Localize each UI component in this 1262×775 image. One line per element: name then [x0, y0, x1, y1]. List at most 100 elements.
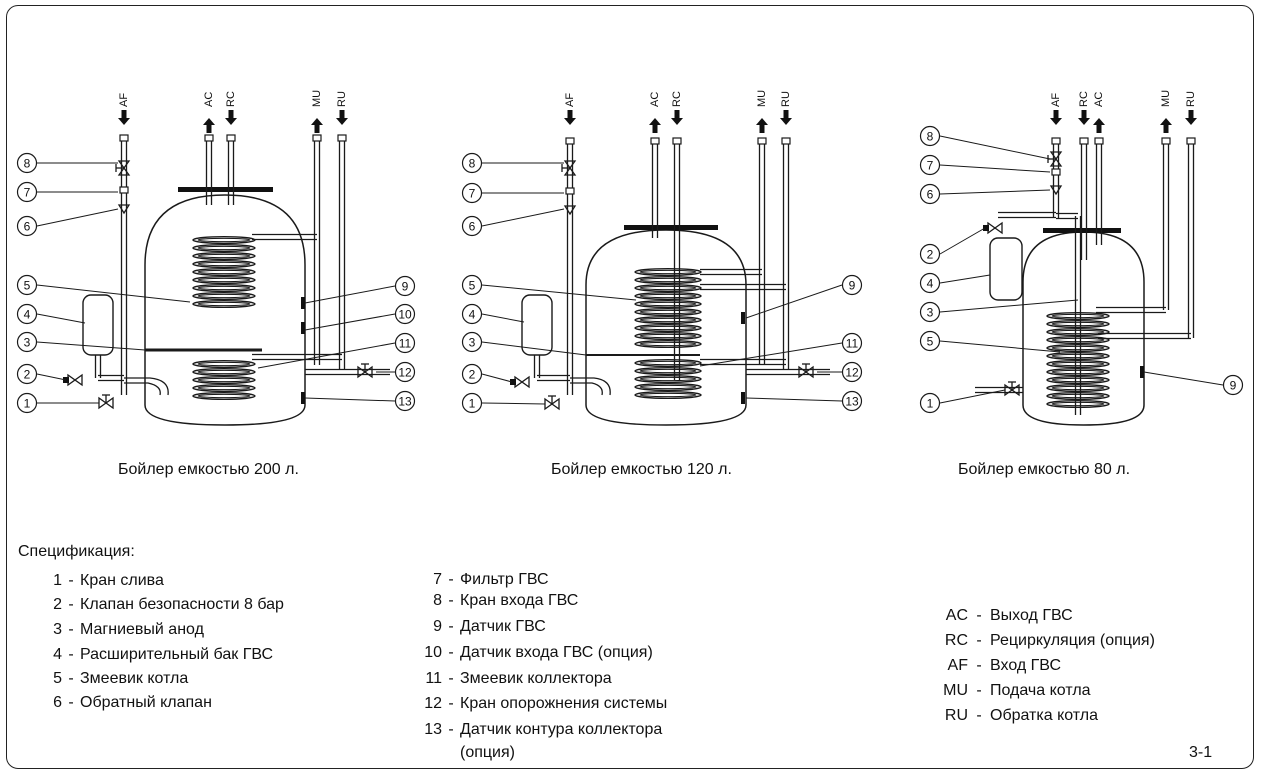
callout-circle	[16, 152, 38, 174]
spec-item-11: 11-Змеевик коллектора	[418, 670, 611, 688]
spec-num: 9	[433, 618, 442, 635]
callout-number: 8	[24, 157, 31, 171]
spec-item-8: 8-Кран входа ГВС	[418, 592, 578, 610]
leader-line	[745, 284, 843, 319]
boiler-coil	[634, 339, 702, 349]
callout-number: 3	[24, 336, 31, 350]
callout-number: 4	[469, 308, 476, 322]
callout-circle	[919, 330, 941, 352]
callout-number: 8	[469, 157, 476, 171]
boiler-coil	[1051, 369, 1105, 375]
callout-number: 6	[469, 220, 476, 234]
boiler-coil	[1051, 353, 1105, 359]
legend-text: Рециркуляция (опция)	[990, 632, 1155, 649]
callout-number: 7	[469, 187, 476, 201]
boiler-coil	[192, 291, 256, 301]
legend-code: RU	[944, 707, 968, 724]
boiler-coil	[1051, 377, 1105, 383]
leader-line	[939, 189, 1051, 195]
tank-flange	[624, 225, 718, 230]
pipe-label: MU	[311, 90, 323, 107]
callout-circle	[16, 331, 38, 353]
boiler-coil	[634, 307, 702, 317]
drain-spout	[124, 377, 169, 396]
boiler-coil	[1046, 311, 1110, 321]
spec-item-12: 12-Кран опорожнения системы	[418, 695, 667, 713]
leader-line	[939, 164, 1051, 173]
spec-title: Спецификация:	[18, 543, 135, 560]
callout-circle	[919, 183, 941, 205]
callout-number: 2	[927, 248, 934, 262]
system-drain-valve-icon	[357, 365, 373, 379]
leader-line	[257, 342, 396, 369]
callout-circle	[394, 332, 416, 354]
caption-boiler-200: Бойлер емкостью 200 л.	[118, 461, 299, 478]
pipe-label: AF	[564, 93, 576, 107]
callout-number: 2	[469, 368, 476, 382]
pipe-label: RU	[336, 91, 348, 107]
leader-line	[36, 373, 67, 381]
filter-icon	[119, 186, 129, 194]
callout-circle	[461, 331, 483, 353]
callout-circle	[919, 243, 941, 265]
pipe-label: RU	[780, 91, 792, 107]
expansion-tank	[989, 237, 1023, 301]
fitting	[204, 134, 214, 142]
fitting	[781, 137, 791, 145]
collector-coil	[197, 377, 251, 383]
collector-coil	[197, 361, 251, 367]
callout-number: 7	[24, 186, 31, 200]
boiler-coil	[192, 243, 256, 253]
spec-num: 6	[53, 694, 62, 711]
fitting	[1094, 137, 1104, 145]
legend-item-rc: RC-Рециркуляция (опция)	[930, 632, 1155, 650]
leader-line	[745, 397, 843, 402]
boiler-coil	[1051, 385, 1105, 391]
boiler-coil	[197, 237, 251, 243]
pipe-label: RU	[1185, 91, 1197, 107]
boiler-coil	[1051, 337, 1105, 343]
check-valve-icon	[117, 204, 131, 215]
legend-item-ac: AC-Выход ГВС	[930, 607, 1073, 625]
callout-number: 13	[845, 395, 859, 409]
callout-circle	[16, 392, 38, 414]
spec-item-9: 9-Датчик ГВС	[418, 618, 546, 636]
boiler-coil	[197, 245, 251, 251]
boiler-coil	[1051, 401, 1105, 407]
callout-circle	[841, 274, 863, 296]
callout-number: 6	[927, 188, 934, 202]
arrow-down-icon	[336, 110, 348, 125]
callout-number: 5	[469, 279, 476, 293]
boiler-coil	[1046, 359, 1110, 369]
safety-valve-icon	[67, 373, 83, 387]
boiler-coil	[1046, 335, 1110, 345]
arrow-up-icon	[311, 118, 323, 133]
legend-item-ru: RU-Обратка котла	[930, 707, 1098, 725]
spec-item-7: 7-Фильтр ГВС	[418, 571, 548, 589]
callout-number: 5	[927, 335, 934, 349]
boiler-coil	[192, 299, 256, 309]
caption-boiler-80: Бойлер емкостью 80 л.	[958, 461, 1131, 478]
callout-number: 6	[24, 220, 31, 234]
leader-line	[939, 274, 991, 284]
spec-text: Клапан безопасности 8 бар	[80, 596, 284, 613]
leader-line	[481, 208, 565, 227]
sensor-icon	[301, 322, 305, 334]
callout-circle	[16, 215, 38, 237]
callout-circle	[461, 152, 483, 174]
fitting	[226, 134, 236, 142]
spec-item-2: 2-Клапан безопасности 8 бар	[40, 596, 284, 614]
safety-valve-icon	[987, 221, 1003, 235]
callout-number: 9	[849, 279, 856, 293]
pipe-label: MU	[1160, 90, 1172, 107]
callout-circle	[461, 274, 483, 296]
boiler-coil	[634, 315, 702, 325]
callout-circle	[919, 272, 941, 294]
leader-line	[481, 313, 525, 323]
fitting	[312, 134, 322, 142]
boiler-coil	[1051, 321, 1105, 327]
leader-line	[304, 313, 396, 331]
boiler-coil	[192, 235, 256, 245]
spec-item-3: 3-Магниевый анод	[40, 621, 204, 639]
